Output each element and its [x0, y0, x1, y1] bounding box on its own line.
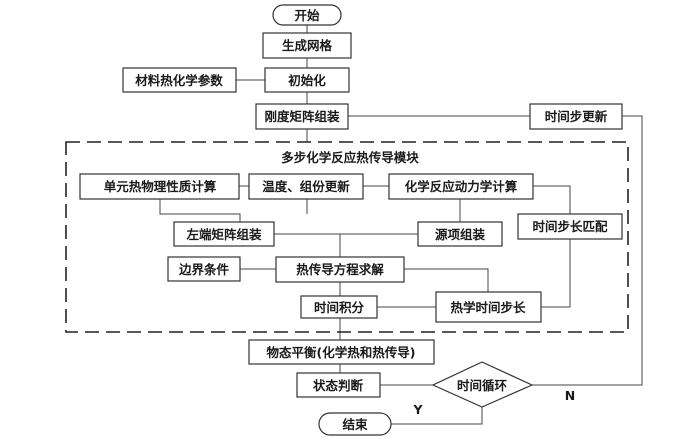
- heat-solve-node: 热传导方程求解: [275, 256, 405, 283]
- kinetics-node: 化学反应动力学计算: [388, 173, 534, 200]
- time-update-node: 时间步更新: [529, 103, 623, 130]
- step-match-node: 时间步长匹配: [517, 213, 623, 240]
- svg-text:热学时间步长: 热学时间步长: [450, 300, 526, 315]
- module-label: 多步化学反应热传导模块: [281, 150, 419, 165]
- lhs-matrix-node: 左端矩阵组装: [173, 221, 275, 247]
- init-node: 初始化: [264, 67, 350, 93]
- svg-text:左端矩阵组装: 左端矩阵组装: [185, 227, 262, 242]
- svg-text:单元热物理性质计算: 单元热物理性质计算: [104, 179, 217, 194]
- svg-text:时间步更新: 时间步更新: [545, 109, 608, 124]
- svg-text:边界条件: 边界条件: [178, 262, 230, 277]
- svg-text:结束: 结束: [342, 417, 368, 432]
- time-integral-node: 时间积分: [300, 295, 378, 319]
- connectors: [159, 25, 643, 425]
- end-node: 结束: [318, 412, 392, 436]
- svg-text:生成网格: 生成网格: [282, 38, 333, 53]
- svg-text:时间循环: 时间循环: [457, 378, 508, 393]
- svg-text:状态判断: 状态判断: [313, 378, 364, 393]
- edge-label-no: N: [565, 388, 575, 403]
- svg-text:物态平衡(化学热和热传导): 物态平衡(化学热和热传导): [267, 345, 416, 360]
- source-node: 源项组装: [417, 221, 503, 247]
- time-loop-decision: 时间循环: [431, 361, 534, 408]
- svg-text:化学反应动力学计算: 化学反应动力学计算: [405, 179, 518, 194]
- state-judge-node: 状态判断: [296, 372, 381, 398]
- boundary-node: 边界条件: [167, 256, 241, 282]
- mesh-node: 生成网格: [262, 32, 352, 59]
- svg-text:开始: 开始: [294, 8, 320, 23]
- start-node: 开始: [272, 4, 342, 26]
- svg-text:热传导方程求解: 热传导方程求解: [296, 262, 384, 277]
- edge-label-yes: Y: [412, 402, 423, 417]
- material-params-node: 材料热化学参数: [122, 67, 237, 93]
- svg-text:材料热化学参数: 材料热化学参数: [134, 73, 223, 88]
- equilibrium-node: 物态平衡(化学热和热传导): [248, 339, 435, 365]
- temp-update-node: 温度、组份更新: [248, 173, 364, 200]
- svg-text:时间积分: 时间积分: [314, 300, 365, 315]
- svg-text:刚度矩阵组装: 刚度矩阵组装: [264, 109, 340, 124]
- stiffness-node: 刚度矩阵组装: [255, 103, 349, 130]
- svg-text:源项组装: 源项组装: [435, 227, 486, 242]
- module-region: [65, 141, 629, 333]
- thermal-step-node: 热学时间步长: [435, 291, 542, 323]
- svg-text:温度、组份更新: 温度、组份更新: [262, 179, 350, 194]
- element-props-node: 单元热物理性质计算: [79, 173, 240, 200]
- svg-text:时间步长匹配: 时间步长匹配: [532, 219, 608, 234]
- svg-text:初始化: 初始化: [288, 73, 326, 88]
